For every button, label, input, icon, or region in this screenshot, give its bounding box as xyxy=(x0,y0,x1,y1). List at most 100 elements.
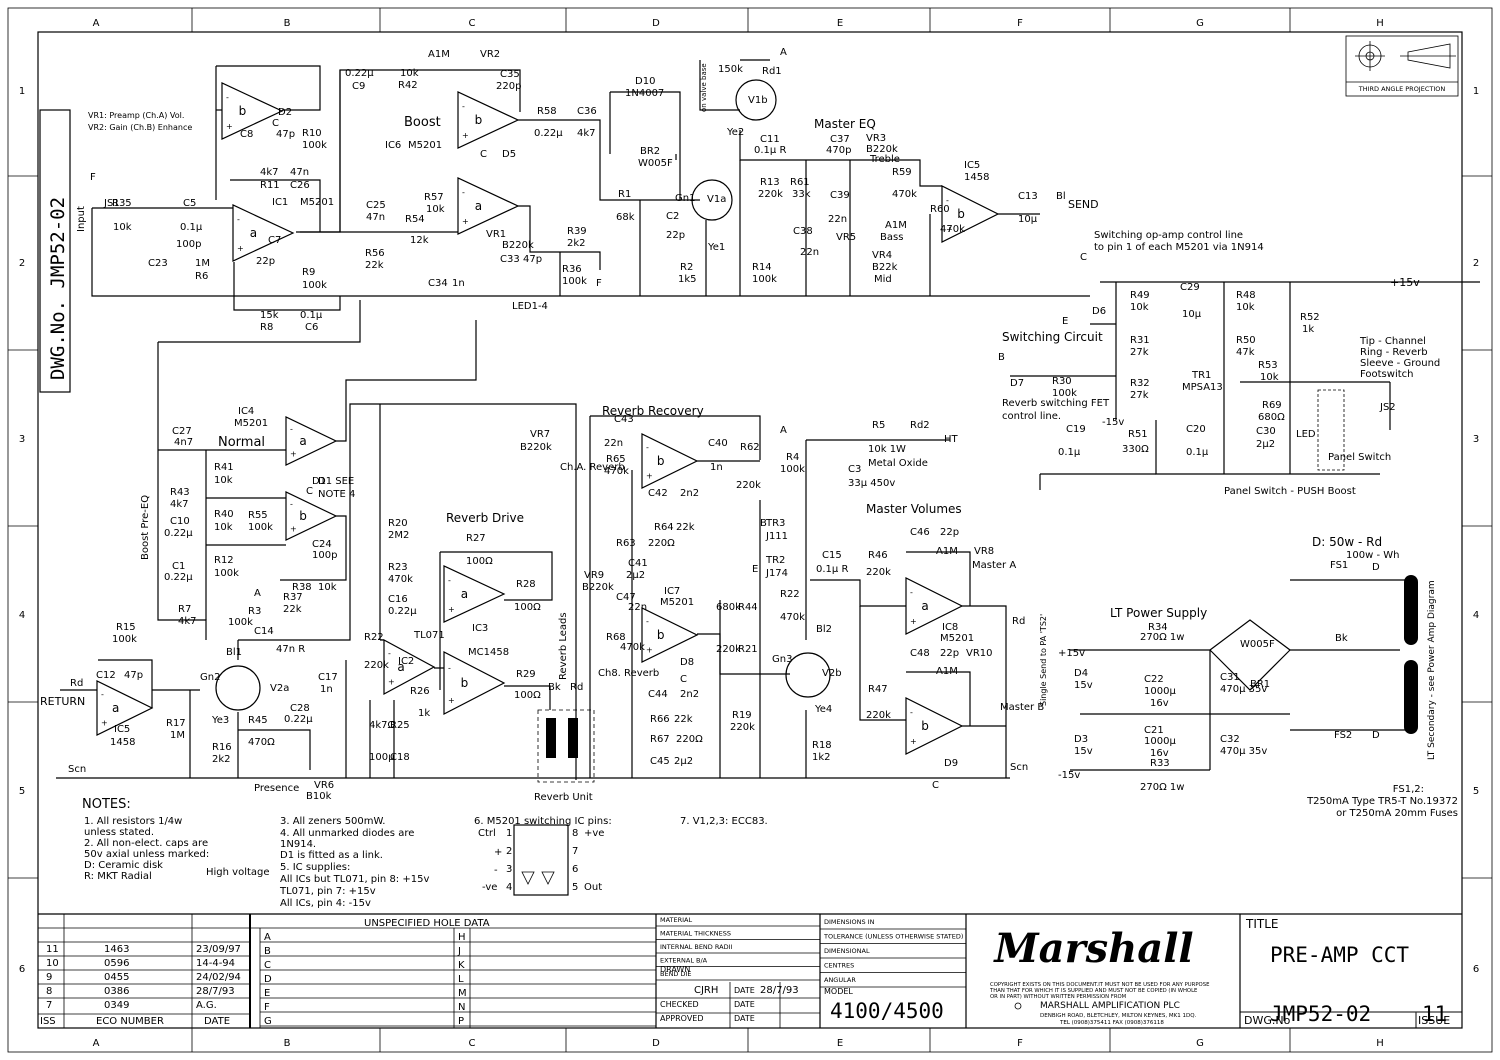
opamp-minus: - xyxy=(646,617,649,626)
component-label: A1M xyxy=(936,546,958,557)
grid-col-label: D xyxy=(652,18,660,29)
section-boost: Boost xyxy=(404,115,441,130)
component-label: R28 xyxy=(516,579,536,590)
component-label: W005F xyxy=(1240,639,1275,650)
rev-date: A.G. xyxy=(196,1000,217,1011)
component-label: 470k xyxy=(780,612,805,623)
component-label: VR9 xyxy=(584,570,604,581)
opamp-label: a xyxy=(921,599,928,613)
component-label: 22n xyxy=(604,438,623,449)
component-label: 2k2 xyxy=(567,238,586,249)
component-label: 47p xyxy=(523,254,542,265)
component-label: R66 xyxy=(650,714,670,725)
dwg-label: DWG.No xyxy=(1244,1014,1291,1027)
component-label: 10k xyxy=(1130,302,1149,313)
component-label: 1n xyxy=(320,684,333,695)
component-label: R26 xyxy=(410,686,430,697)
component-label: IC8 xyxy=(942,622,958,633)
component-label: B10k xyxy=(306,791,332,802)
component-label: B22k xyxy=(872,262,898,273)
rev-header-eco: ECO NUMBER xyxy=(96,1016,164,1027)
component-label: Bl2 xyxy=(816,624,832,635)
component-label: 470p xyxy=(826,145,851,156)
component-label: R53 xyxy=(1258,360,1278,371)
component-label: JS2 xyxy=(1379,402,1396,413)
company-address-2: TEL (0908)375411 FAX (0908)376118 xyxy=(1059,1020,1164,1026)
component-label: 12k xyxy=(410,235,429,246)
component-label: 22n xyxy=(628,602,647,613)
component-label: R65 xyxy=(606,454,626,465)
component-label: V2b xyxy=(822,668,842,679)
component-label: 0.22μ xyxy=(164,528,193,539)
component-label: C34 xyxy=(428,278,448,289)
material-label: INTERNAL BEND RADII xyxy=(660,943,732,951)
component-label: VR4 xyxy=(872,250,892,261)
component-label: 4k7 xyxy=(170,499,189,510)
inner-frame xyxy=(37,31,1463,1029)
component-label: C46 xyxy=(910,527,930,538)
component-label: LED xyxy=(1296,429,1316,440)
component-label: VR5 xyxy=(836,232,856,243)
component-label: 100k xyxy=(562,276,587,287)
grid-col-label: E xyxy=(837,18,843,29)
component-label: 27k xyxy=(1130,347,1149,358)
component-label: C xyxy=(1080,252,1087,263)
component-label: 10k xyxy=(113,222,132,233)
component-label: 100k xyxy=(780,464,805,475)
component-label: +15v xyxy=(1058,648,1085,659)
component-label: 4n7 xyxy=(174,437,193,448)
grid-col-label: F xyxy=(1017,18,1023,29)
component-label: Bl1 xyxy=(226,647,242,658)
component-label: J174 xyxy=(765,568,788,579)
component-label: C26 xyxy=(290,180,310,191)
svg-text:6: 6 xyxy=(572,864,578,875)
opamp-symbol xyxy=(96,680,154,736)
component-label: -15v xyxy=(1058,770,1080,781)
material-label: EXTERNAL B/A xyxy=(660,957,708,965)
component-label: 1458 xyxy=(110,737,135,748)
component-label: Master A xyxy=(972,560,1016,571)
reverb-coil-1 xyxy=(546,718,556,758)
opamp-minus: - xyxy=(946,196,949,205)
component-label: 0.22μ xyxy=(284,714,313,725)
component-label: C43 xyxy=(614,414,634,425)
rev-eco: 1463 xyxy=(104,944,129,955)
dimension-label: DIMENSIONS IN xyxy=(824,918,875,926)
fuses-note-1: FS1,2: xyxy=(1393,784,1424,795)
grid-row-label: 5 xyxy=(1473,786,1479,797)
opamp-label: b xyxy=(239,104,247,118)
component-label: 2μ2 xyxy=(674,756,693,767)
component-label: R4 xyxy=(786,452,799,463)
third-angle-projection-symbol xyxy=(1345,35,1459,97)
hole-letter: B xyxy=(264,946,271,957)
component-label: JS1 xyxy=(103,198,120,209)
footswitch-sleeve: Sleeve - Ground xyxy=(1360,358,1440,369)
svg-text:2. All non-elect. caps are: 2. All non-elect. caps are xyxy=(84,838,208,849)
opamp-minus: - xyxy=(462,188,465,197)
opamp-label: a xyxy=(250,226,257,240)
component-label: 16v xyxy=(1150,698,1169,709)
vr-note-2: VR2: Gain (Ch.B) Enhance xyxy=(88,123,192,132)
component-label: R9 xyxy=(302,267,315,278)
section-master-eq: Master EQ xyxy=(814,117,876,131)
component-label: C xyxy=(932,780,939,791)
component-label: 470k xyxy=(892,189,917,200)
component-label: C10 xyxy=(170,516,190,527)
component-label: R47 xyxy=(868,684,888,695)
opamp-symbol xyxy=(905,577,964,635)
component-label: M5201 xyxy=(300,197,334,208)
component-label: D4 xyxy=(1074,668,1088,679)
grid-row-label: 2 xyxy=(19,258,25,269)
grid-row-label: 1 xyxy=(19,86,25,97)
svg-text:TL071, pin 7: +15v: TL071, pin 7: +15v xyxy=(279,886,376,897)
svg-text:unless stated.: unless stated. xyxy=(84,827,154,838)
component-label: D1 xyxy=(312,476,326,487)
component-label: R30 xyxy=(1052,376,1072,387)
component-label: Rd1 xyxy=(762,66,782,77)
hole-letter: J xyxy=(457,946,461,957)
valve-v2b xyxy=(785,652,831,698)
component-label: Rd xyxy=(570,682,583,693)
component-label: 100k xyxy=(214,568,239,579)
component-label: C5 xyxy=(183,198,196,209)
